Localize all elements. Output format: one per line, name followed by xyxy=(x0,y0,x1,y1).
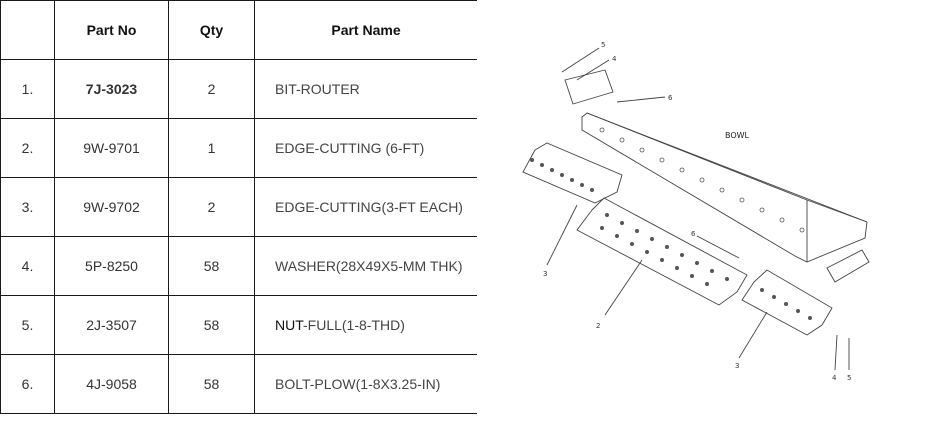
header-qty: Qty xyxy=(168,0,255,60)
table-row: 4. 5P-8250 58 WASHER(28X49X5-MM THK) xyxy=(0,236,478,296)
row-number: 5. xyxy=(0,295,55,355)
part-name-prefix: BIT xyxy=(275,81,297,97)
part-name: BOLT-PLOW(1-8X3.25-IN) xyxy=(254,354,478,414)
exploded-view-drawing: BOWL 5 4 6 6 3 2 3 4 5 xyxy=(522,41,870,382)
left-cutting-edge-outline xyxy=(522,142,623,204)
table-row: 3. 9W-9702 2 EDGE-CUTTING(3-FT EACH) xyxy=(0,177,478,237)
part-name: EDGE-CUTTING (6-FT) xyxy=(254,118,478,178)
parts-diagram: BOWL 5 4 6 6 3 2 3 4 5 xyxy=(477,0,933,421)
callout-6-middle: 6 xyxy=(691,230,696,238)
quantity: 2 xyxy=(168,59,255,119)
part-name: WASHER(28X49X5-MM THK) xyxy=(254,236,478,296)
callout-3-left: 3 xyxy=(543,270,547,278)
center-cutting-edge-outline xyxy=(576,197,748,306)
table-row: 1. 7J-3023 2 BIT-ROUTER xyxy=(0,59,478,119)
part-number-link[interactable]: 5P-8250 xyxy=(54,236,169,296)
callout-2: 2 xyxy=(596,322,600,330)
part-name: NUT-FULL(1-8-THD) xyxy=(254,295,478,355)
part-number-link[interactable]: 9W-9702 xyxy=(54,177,169,237)
part-name-suffix: EDGE-CUTTING(3-FT EACH) xyxy=(275,199,463,215)
bolt-holes xyxy=(530,158,812,320)
right-router-bit-outline xyxy=(826,249,870,283)
parts-table: Part No Qty Part Name 1. 7J-3023 2 BIT-R… xyxy=(0,0,478,414)
callout-3-right: 3 xyxy=(735,362,739,370)
callout-5-top: 5 xyxy=(601,41,605,49)
header-part-no: Part No xyxy=(54,0,169,60)
callout-4-top: 4 xyxy=(612,55,617,63)
table-row: 2. 9W-9701 1 EDGE-CUTTING (6-FT) xyxy=(0,118,478,178)
table-row: 5. 2J-3507 58 NUT-FULL(1-8-THD) xyxy=(0,295,478,355)
row-number: 1. xyxy=(0,59,55,119)
router-bit-outline xyxy=(564,69,614,105)
quantity: 58 xyxy=(168,354,255,414)
row-number: 4. xyxy=(0,236,55,296)
part-number-link[interactable]: 2J-3507 xyxy=(54,295,169,355)
part-number-link[interactable]: 9W-9701 xyxy=(54,118,169,178)
row-number: 2. xyxy=(0,118,55,178)
part-number-link[interactable]: 7J-3023 xyxy=(54,59,169,119)
quantity: 58 xyxy=(168,295,255,355)
header-part-name: Part Name xyxy=(254,0,478,60)
part-name: EDGE-CUTTING(3-FT EACH) xyxy=(254,177,478,237)
callout-5-bottom: 5 xyxy=(847,374,851,382)
part-name-suffix: EDGE-CUTTING (6-FT) xyxy=(275,140,425,156)
bowl-label: BOWL xyxy=(725,131,750,140)
part-name: BIT-ROUTER xyxy=(254,59,478,119)
quantity: 58 xyxy=(168,236,255,296)
quantity: 1 xyxy=(168,118,255,178)
part-number-link[interactable]: 4J-9058 xyxy=(54,354,169,414)
callout-6-top: 6 xyxy=(668,94,673,102)
row-number: 3. xyxy=(0,177,55,237)
part-name-suffix: BOLT-PLOW(1-8X3.25-IN) xyxy=(275,376,441,392)
part-name-suffix: WASHER(28X49X5-MM THK) xyxy=(275,258,463,274)
right-cutting-edge-outline xyxy=(741,269,833,336)
header-number xyxy=(0,0,55,60)
row-number: 6. xyxy=(0,354,55,414)
quantity: 2 xyxy=(168,177,255,237)
table-header-row: Part No Qty Part Name xyxy=(0,0,478,60)
callout-4-bottom: 4 xyxy=(832,374,837,382)
table-row: 6. 4J-9058 58 BOLT-PLOW(1-8X3.25-IN) xyxy=(0,354,478,414)
part-name-prefix: NUT xyxy=(275,317,303,333)
part-name-suffix: -FULL(1-8-THD) xyxy=(303,317,405,333)
part-name-suffix: -ROUTER xyxy=(296,81,360,97)
bowl-holes xyxy=(599,127,805,233)
